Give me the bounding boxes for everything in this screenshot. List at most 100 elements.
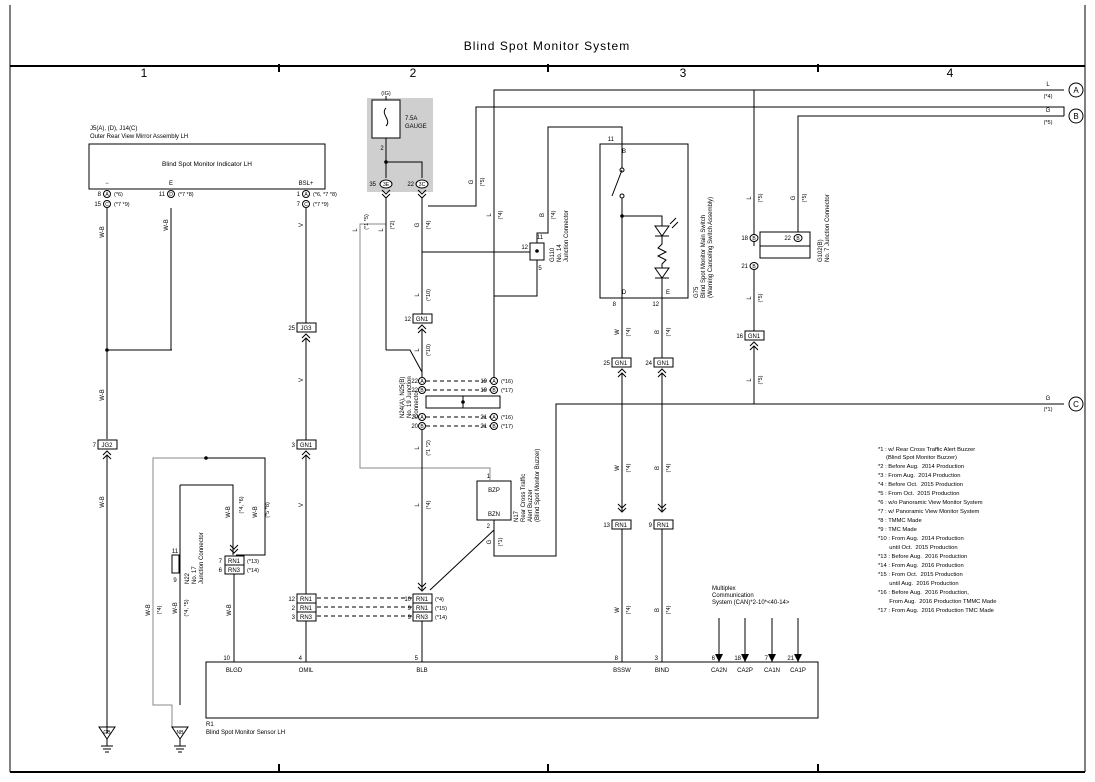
r1-pin-name: BSSW [613,668,631,674]
svg-text:B: B [655,466,661,470]
svg-text:RN1: RN1 [228,559,241,565]
svg-text:W-B: W-B [100,496,106,508]
svg-text:(*6, *7 *8): (*6, *7 *8) [313,192,337,198]
svg-text:A: A [105,192,109,198]
svg-text:(*4): (*4) [157,605,163,614]
svg-text:RN1: RN1 [416,597,429,603]
svg-text:A: A [420,415,424,421]
svg-text:(*1): (*1) [1044,407,1053,413]
svg-text:11: 11 [172,549,179,555]
svg-text:B: B [420,388,424,394]
svg-text:25: 25 [288,326,295,332]
svg-text:L: L [487,213,493,217]
svg-text:GN1: GN1 [300,443,313,449]
svg-text:Alert Buzzer: Alert Buzzer [528,489,534,522]
r1-pin-name: BLGD [226,668,243,674]
svg-text:RN1: RN1 [300,597,313,603]
svg-text:RN3: RN3 [300,615,313,621]
svg-text:(*16): (*16) [501,379,513,385]
svg-text:7: 7 [297,202,301,208]
svg-text:V: V [299,503,305,507]
r1-pin-num: 21 [787,656,794,662]
svg-text:(*16): (*16) [501,415,513,421]
svg-text:G110: G110 [550,247,556,262]
svg-text:1: 1 [487,474,491,480]
r1-pin-num: 7 [765,656,769,662]
svg-text:V: V [299,378,305,382]
svg-text:(*4): (*4) [626,463,632,472]
svg-text:BSL+: BSL+ [299,181,314,187]
note-line: (Blind Spot Monitor Buzzer) [878,455,957,461]
svg-text:W-B: W-B [226,506,232,518]
svg-text:19: 19 [480,379,487,385]
svg-text:(*4): (*4) [551,210,557,219]
svg-text:B: B [655,330,661,334]
r1-pin-num: 18 [734,656,741,662]
svg-text:GN1: GN1 [615,361,628,367]
offpage-b: G (*5) B [1044,108,1084,126]
r1-pin-name: CA2N [711,668,727,674]
svg-text:RN3: RN3 [416,615,429,621]
svg-text:7: 7 [93,443,97,449]
svg-text:W-B: W-B [227,604,233,616]
svg-text:C: C [105,202,109,208]
column-label: 4 [947,66,954,80]
r1-pin-num: 5 [415,656,419,662]
svg-text:7: 7 [219,559,223,565]
svg-text:24: 24 [645,361,652,367]
svg-text:W: W [615,607,621,613]
svg-text:(*5): (*5) [758,193,764,202]
svg-text:No. 7 Junction Connector: No. 7 Junction Connector [825,194,831,262]
n22-junction: W-B (*4, *6) W-B (*5 *8) N22 No. 17 Junc… [146,456,271,753]
svg-text:2: 2 [487,524,491,530]
svg-text:G: G [415,222,421,227]
svg-text:L: L [1046,82,1050,88]
svg-text:No. 17: No. 17 [192,566,198,584]
svg-text:(*4, *6): (*4, *6) [239,496,245,513]
note-line: *7 : w/ Panoramic View Monitor System [878,509,980,515]
r1-pin-name: CA1P [790,668,806,674]
svg-text:B: B [1073,112,1078,121]
svg-text:A: A [304,192,308,198]
svg-text:System (CAN)*2-10*<40-14>: System (CAN)*2-10*<40-14> [712,600,790,606]
svg-text:W-B: W-B [253,506,259,518]
svg-text:3C: 3C [419,182,426,188]
svg-text:(Blind Spot Monitor Buzzer): (Blind Spot Monitor Buzzer) [535,449,541,522]
svg-text:19: 19 [480,388,487,394]
svg-text:9: 9 [408,615,412,621]
svg-text:JG3: JG3 [300,326,312,332]
page-title: Blind Spot Monitor System [464,39,630,53]
note-line: *16 : Before Aug. 2016 Production, [878,590,969,596]
svg-text:GAUGE: GAUGE [405,124,427,130]
svg-text:L: L [747,196,753,200]
column-label: 3 [680,66,687,80]
svg-text:12: 12 [288,597,295,603]
r1-pin-name: BLB [416,668,427,674]
offpage-c: G (*1) C [1044,396,1084,413]
r1-pin-name: BIND [655,668,670,674]
svg-text:(*4): (*4) [426,500,432,509]
svg-text:W-B: W-B [164,219,170,231]
svg-text:R1: R1 [206,722,214,728]
svg-text:BZP: BZP [488,488,500,494]
ground-nb: NB [177,730,185,736]
svg-text:L: L [353,228,359,232]
svg-text:11: 11 [608,137,615,143]
svg-text:(*10): (*10) [426,344,432,356]
svg-text:GN1: GN1 [657,361,670,367]
svg-text:2: 2 [380,146,384,152]
svg-text:(*7 *8): (*7 *8) [178,192,194,198]
svg-text:D: D [169,192,173,198]
svg-text:20: 20 [411,415,418,421]
note-line: *17 : From Aug. 2016 Production TMC Made [878,608,994,614]
svg-text:W-B: W-B [173,602,179,614]
svg-text:C: C [1073,400,1079,409]
svg-text:B: B [796,236,800,242]
svg-text:22: 22 [784,236,791,242]
svg-text:A: A [420,379,424,385]
can-bus: Multiplex Communication System (CAN)*2-1… [712,586,802,662]
svg-text:3: 3 [292,615,296,621]
svg-text:15: 15 [94,202,101,208]
svg-text:(*17): (*17) [501,424,513,430]
svg-text:W: W [615,329,621,335]
